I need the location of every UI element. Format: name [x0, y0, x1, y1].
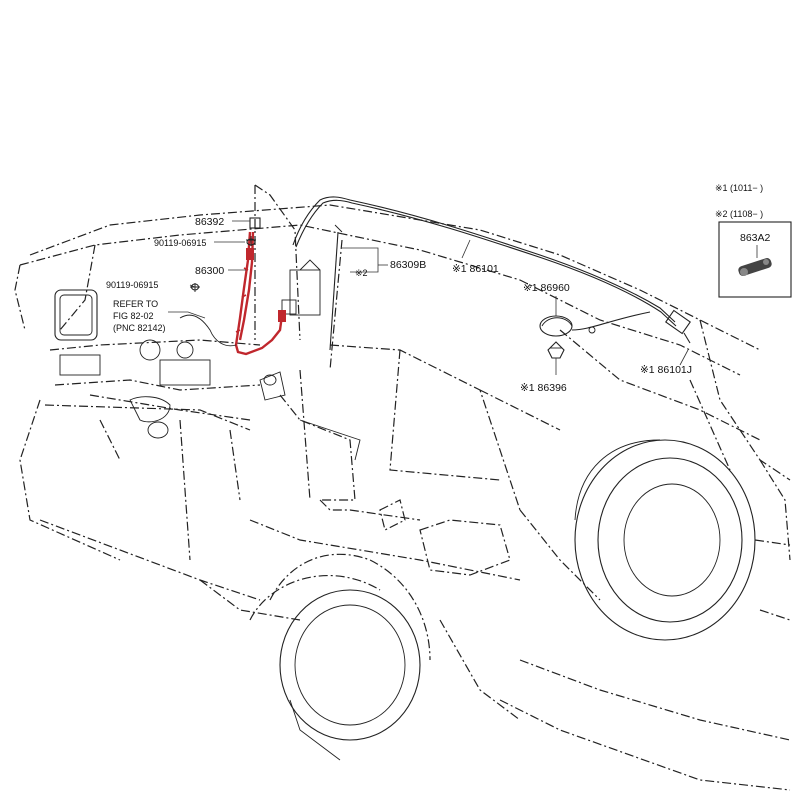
roof-cable-86101: [292, 196, 691, 344]
label-90119-lower: 90119-06915: [106, 280, 158, 290]
label-86960: ※1 86960: [523, 282, 570, 294]
label-refer-line1: REFER TO: [113, 299, 158, 309]
label-86101J: ※1 86101J: [640, 364, 692, 376]
label-refer-line2: FIG 82-02: [113, 311, 154, 321]
callout-labels: 86392 90119-06915 86300 90119-06915 REFE…: [106, 216, 692, 394]
antenna-rod-86309B: [329, 224, 343, 371]
label-86101: ※1 86101: [452, 263, 499, 275]
antenna-harness-86300: [179, 231, 286, 356]
spare-tire: [574, 439, 791, 641]
vehicle-body-outline: [14, 184, 791, 791]
rear-wheel: [279, 589, 421, 761]
leader-lines: [168, 220, 689, 375]
notes-legend: ※1 (1011− ) ※2 (1108− ): [715, 183, 763, 219]
inset-part-label: 863A2: [740, 232, 771, 244]
label-86396: ※1 86396: [520, 382, 567, 394]
interior-outline: [49, 259, 361, 461]
label-86309B: 86309B: [390, 259, 426, 271]
grommet-part-icon: [738, 258, 772, 276]
clip-86396: [547, 341, 565, 359]
roof-antenna-86960: [539, 311, 651, 337]
fastener-parts: [190, 217, 261, 292]
label-90119-upper: 90119-06915: [154, 238, 206, 248]
label-86300: 86300: [195, 265, 224, 277]
note-1: ※1 (1011− ): [715, 183, 763, 193]
note-2: ※2 (1108− ): [715, 209, 763, 219]
label-86309B-mark: ※2: [355, 268, 368, 278]
inset-box-863A2: 863A2: [718, 221, 792, 298]
label-86392: 86392: [195, 216, 224, 228]
label-refer-line3: (PNC 82142): [113, 323, 166, 333]
